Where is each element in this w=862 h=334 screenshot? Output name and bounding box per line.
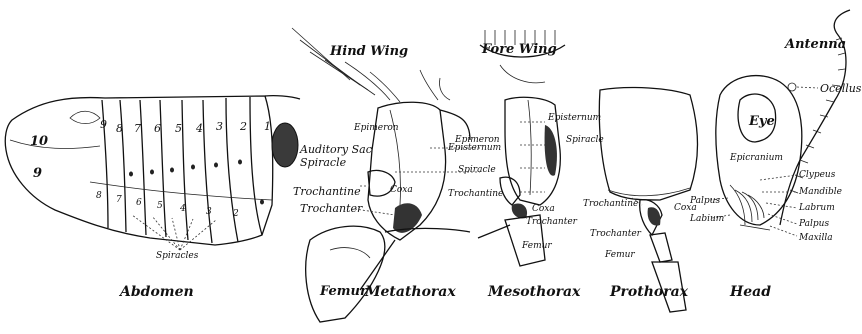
abdomen-segment-8: 8 [116, 122, 123, 135]
metathorax-femur-label: Femur [319, 284, 368, 299]
caption-metathorax: Metathorax [364, 284, 456, 300]
abdomen-sternite-5: 5 [157, 201, 163, 211]
maxilla-label: Maxilla [798, 233, 833, 243]
hind-wing-label: Hind Wing [329, 44, 408, 59]
abdomen-sternite-4: 4 [179, 204, 186, 214]
abdomen-sternite-8: 8 [96, 191, 102, 201]
abdomen-segment-3: 3 [216, 120, 223, 133]
abdomen-segment-10: 10 [30, 134, 48, 149]
abdomen-segment-2: 2 [239, 120, 247, 133]
mesothorax-trochanter-label: Trochanter [526, 217, 578, 227]
abdomen-segment-7: 7 [134, 122, 141, 135]
caption-abdomen: Abdomen [118, 284, 194, 300]
mesothorax-episternum-label: Episternum [547, 113, 601, 123]
metathorax-epimeron-label: Epimeron [353, 123, 399, 133]
labium-label: Labium [689, 214, 724, 224]
auditory-sac-label: Auditory Sac [299, 143, 372, 156]
metathorax-trochantine-label: Trochantine [293, 185, 361, 198]
abdomen-segment-1: 1 [264, 120, 271, 133]
spiracles-label: Spiracles [156, 251, 199, 261]
mesothorax-coxa-label: Coxa [532, 204, 555, 214]
abdomen-drawing [5, 96, 300, 250]
mesothorax-trochantine-label: Trochantine [448, 189, 503, 199]
prothorax-femur-label: Femur [604, 250, 635, 260]
caption-mesothorax: Mesothorax [487, 284, 581, 300]
abdomen-segment-4: 4 [195, 122, 203, 135]
epicranium-label: Epicranium [729, 153, 783, 163]
clypeus-label: Clypeus [799, 170, 836, 180]
labrum-label: Labrum [798, 203, 835, 213]
abdomen-segment-5: 5 [175, 122, 182, 135]
palpus-left-label: Palpus [689, 196, 720, 206]
metathorax-coxa-label: Coxa [390, 185, 413, 195]
mesothorax-spiracle-right-label: Spiracle [566, 135, 604, 145]
eye-label: Eye [748, 114, 775, 129]
mesothorax-femur-label: Femur [521, 241, 552, 251]
abdomen-sternite-7: 7 [116, 195, 122, 205]
palpus-right-label: Palpus [798, 219, 829, 229]
prothorax-trochanter-label: Trochanter [590, 229, 642, 239]
mesothorax-epimeron-label: Epimeron [454, 135, 500, 145]
mesothorax-spiracle-left-label: Spiracle [458, 165, 496, 175]
abdomen-sternite-2: 2 [232, 209, 239, 219]
abdomen-segment-9-lower: 9 [33, 166, 42, 181]
metathorax-trochanter-label: Trochanter [300, 202, 363, 215]
prothorax-trochantine-label: Trochantine [583, 199, 638, 209]
caption-prothorax: Prothorax [609, 284, 689, 300]
metathorax-drawing [292, 28, 480, 322]
abdomen-segment-9: 9 [100, 118, 107, 131]
abdomen-segment-6: 6 [154, 122, 161, 135]
mandible-label: Mandible [798, 187, 842, 197]
antenna-label: Antenna [783, 37, 846, 52]
abdomen-sternite-6: 6 [136, 198, 142, 208]
ocellus-label: Ocellus [820, 82, 862, 95]
caption-head: Head [729, 284, 771, 300]
fore-wing-label: Fore Wing [481, 42, 557, 57]
abdomen-sternite-3: 3 [206, 207, 212, 217]
abdomen-spiracle-label: Spiracle [300, 156, 347, 169]
